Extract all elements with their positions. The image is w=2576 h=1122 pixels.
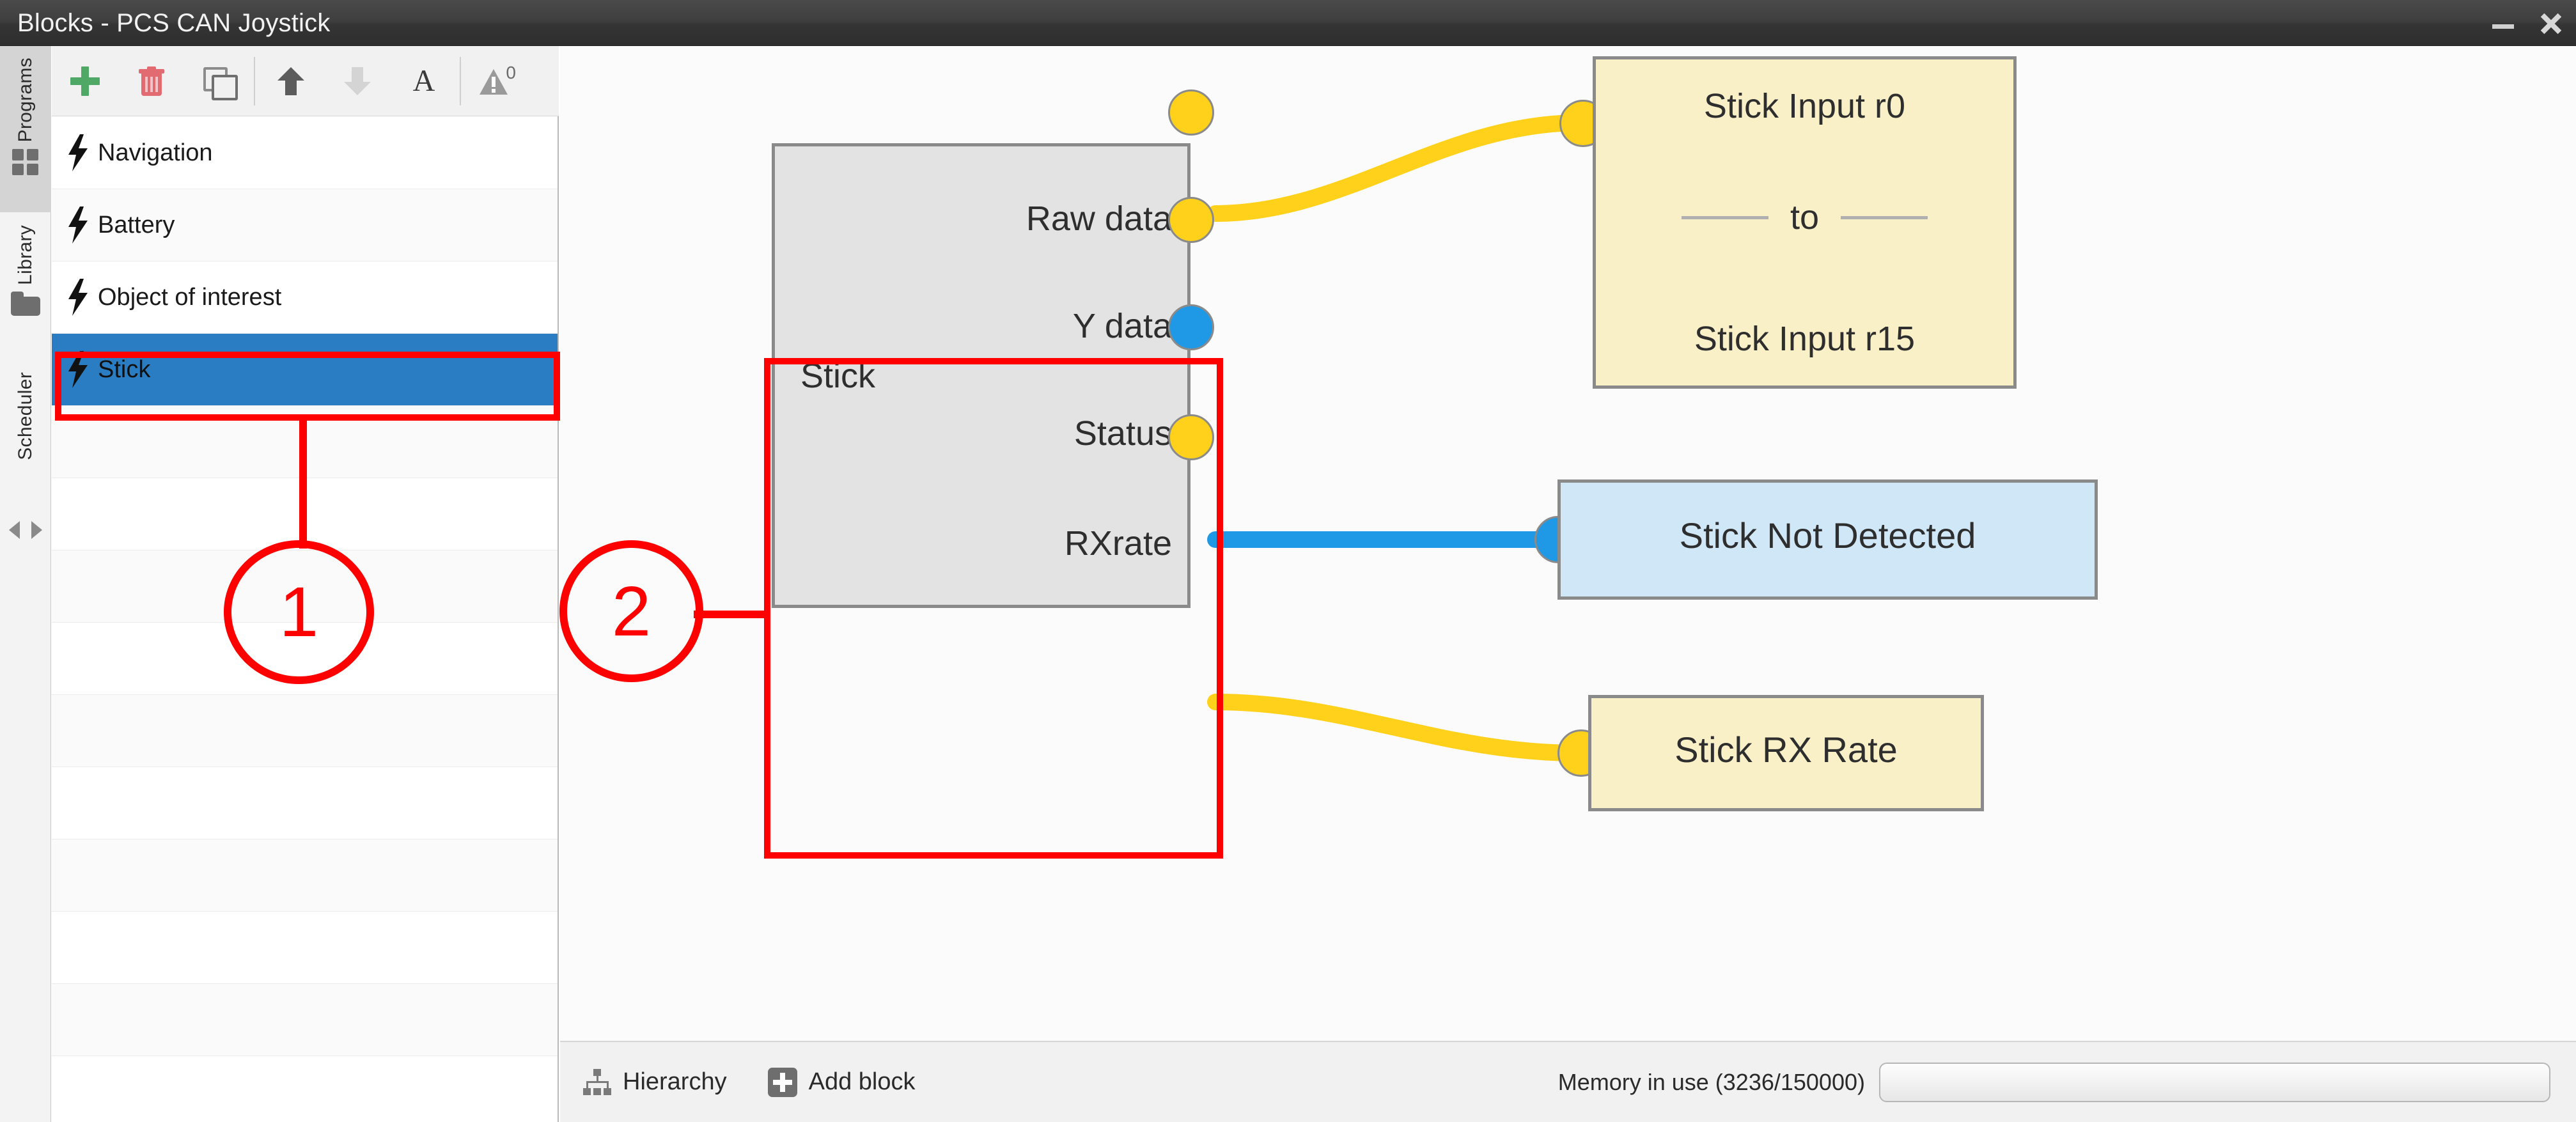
- wire-rxrate: [1207, 694, 1586, 761]
- divider-right: [1841, 215, 1928, 219]
- hierarchy-label: Hierarchy: [623, 1068, 727, 1095]
- window-title: Blocks - PCS CAN Joystick: [17, 9, 331, 37]
- rail-tab-programs-label: Programs: [15, 58, 36, 143]
- delete-program-button[interactable]: [118, 48, 185, 114]
- stick-block[interactable]: Stick Raw data Y data Status RXrate: [772, 143, 1190, 608]
- sidebar-item-label: Object of interest: [98, 283, 282, 311]
- add-block-label: Add block: [808, 1068, 916, 1095]
- port-y-data[interactable]: [1168, 197, 1214, 243]
- window-controls: [2489, 0, 2564, 46]
- lightning-bolt-icon: [58, 134, 98, 171]
- add-block-icon: [767, 1067, 797, 1097]
- rename-button[interactable]: A: [391, 48, 457, 114]
- port-label-y-data: Y data: [1072, 307, 1172, 345]
- arrow-down-icon: [343, 66, 371, 97]
- warning-triangle-icon: 0: [479, 62, 516, 96]
- sidebar-item-label: Navigation: [98, 139, 213, 166]
- trash-icon: [139, 66, 164, 96]
- close-icon[interactable]: [2536, 9, 2564, 37]
- stick-not-detected-block[interactable]: Stick Not Detected: [1557, 479, 2098, 600]
- input-range-line1: Stick Input r0: [1703, 87, 1906, 125]
- vertical-tab-rail: Programs Library Scheduler: [0, 46, 51, 1122]
- input-range-line2: to: [1790, 198, 1820, 237]
- rail-tab-library[interactable]: Library: [0, 214, 51, 362]
- list-item-empty: [52, 984, 558, 1056]
- hierarchy-icon: [583, 1068, 611, 1096]
- list-item-empty: [52, 550, 558, 623]
- move-up-button[interactable]: [258, 48, 324, 114]
- sidebar-item-label: Battery: [98, 211, 175, 238]
- list-item-empty: [52, 695, 558, 767]
- program-list-panel: A 0: [52, 46, 559, 1122]
- rx-rate-label: Stick RX Rate: [1674, 729, 1898, 770]
- warnings-button[interactable]: 0: [464, 48, 530, 114]
- status-bar: Hierarchy Add block Memory in use (3236/…: [560, 1041, 2576, 1122]
- toolbar-separator: [254, 56, 255, 105]
- not-detected-label: Stick Not Detected: [1679, 515, 1976, 556]
- list-item-empty: [52, 767, 558, 839]
- title-bar: Blocks - PCS CAN Joystick: [0, 0, 2576, 46]
- left-right-arrows-icon: [9, 519, 42, 541]
- move-down-button[interactable]: [324, 48, 391, 114]
- list-item-empty: [52, 912, 558, 984]
- block-diagram-canvas[interactable]: Stick Raw data Y data Status RXrate Stic…: [560, 46, 2576, 1041]
- lightning-bolt-icon: [58, 279, 98, 316]
- port-rxrate[interactable]: [1168, 414, 1214, 460]
- list-item-empty: [52, 406, 558, 478]
- hierarchy-button[interactable]: Hierarchy: [583, 1068, 727, 1096]
- memory-label: Memory in use (3236/150000): [1557, 1068, 1865, 1095]
- stick-block-title: Stick: [800, 357, 876, 395]
- add-program-button[interactable]: [52, 48, 118, 114]
- rail-tab-scheduler[interactable]: Scheduler: [0, 366, 51, 517]
- lightning-bolt-icon: [58, 351, 98, 388]
- port-status[interactable]: [1168, 304, 1214, 350]
- sidebar-item-battery[interactable]: Battery: [52, 189, 558, 261]
- input-range-midrow: to: [1609, 198, 2001, 237]
- memory-indicator: Memory in use (3236/150000): [1557, 1062, 2550, 1102]
- connection-wires: [1207, 114, 1588, 761]
- rail-expand-toggle[interactable]: [0, 519, 51, 564]
- port-label-status: Status: [1073, 414, 1172, 453]
- copy-program-button[interactable]: [185, 48, 251, 114]
- grid-icon: [12, 148, 40, 176]
- program-list: Navigation Battery Object of interest St…: [52, 117, 558, 1122]
- wire-raw-data: [1207, 114, 1588, 222]
- rail-tab-scheduler-label: Scheduler: [15, 372, 36, 460]
- memory-progress-bar: [1879, 1062, 2550, 1102]
- list-item-empty: [52, 623, 558, 695]
- book-icon: [11, 291, 40, 316]
- rail-tab-library-label: Library: [15, 225, 36, 285]
- list-toolbar: A 0: [52, 46, 559, 116]
- list-item-empty: [52, 478, 558, 550]
- toolbar-separator-2: [460, 56, 461, 105]
- copy-icon: [203, 66, 238, 100]
- sidebar-item-object-of-interest[interactable]: Object of interest: [52, 261, 558, 334]
- stick-input-range-block[interactable]: Stick Input r0 to Stick Input r15: [1593, 56, 2017, 389]
- lightning-bolt-icon: [58, 206, 98, 244]
- sidebar-item-label: Stick: [98, 355, 151, 383]
- plus-icon: [70, 66, 100, 96]
- port-label-rxrate: RXrate: [1064, 524, 1172, 563]
- list-item-empty: [52, 839, 558, 912]
- port-label-raw-data: Raw data: [1026, 199, 1172, 238]
- warning-count: 0: [506, 62, 516, 82]
- rail-tab-programs[interactable]: Programs: [0, 46, 51, 212]
- stick-rx-rate-block[interactable]: Stick RX Rate: [1588, 695, 1984, 811]
- sidebar-item-navigation[interactable]: Navigation: [52, 117, 558, 189]
- arrow-up-icon: [277, 66, 305, 97]
- letter-a-icon: A: [412, 63, 435, 98]
- divider-left: [1681, 215, 1768, 219]
- add-block-button[interactable]: Add block: [767, 1067, 916, 1097]
- minimize-icon[interactable]: [2489, 9, 2517, 37]
- input-range-line3: Stick Input r15: [1694, 320, 1916, 358]
- port-raw-data[interactable]: [1168, 90, 1214, 136]
- sidebar-item-stick[interactable]: Stick: [52, 334, 558, 406]
